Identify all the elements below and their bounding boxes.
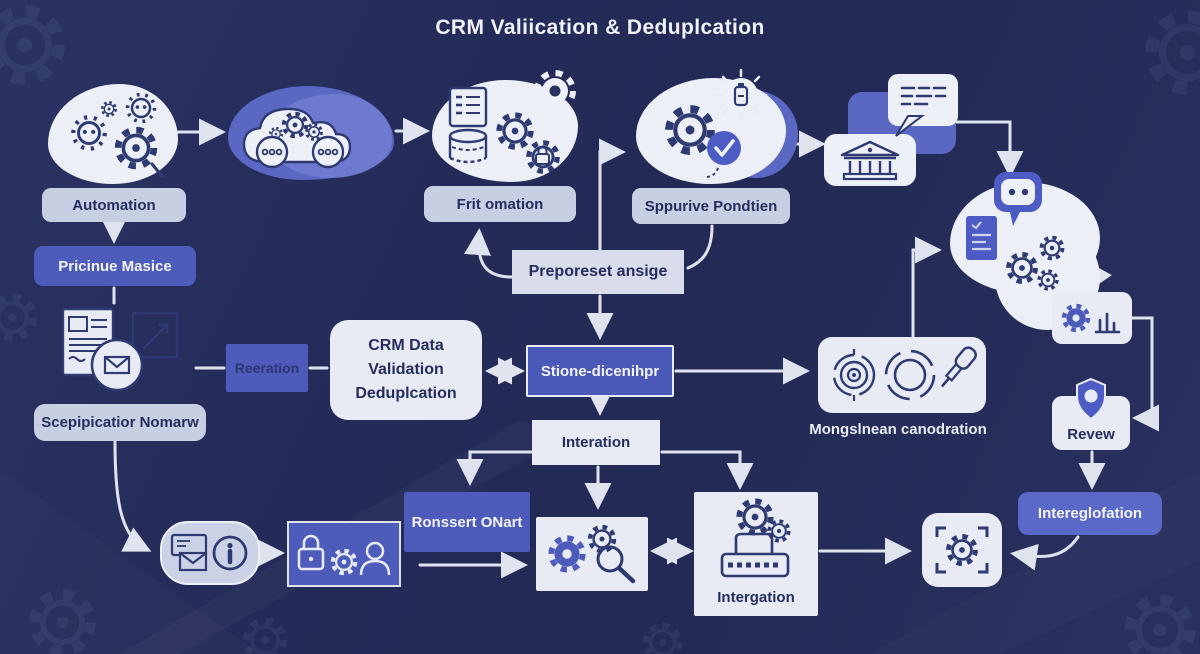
frit-omation-label: Frit omation — [424, 186, 576, 222]
scepipication-label: Scepipicatior Nomarw — [34, 404, 206, 441]
stione-box: Stione-dicenihpr — [526, 345, 674, 397]
diagram-title: CRM Valiication & Deduplcation — [435, 16, 765, 39]
document-envelope-icon — [61, 307, 179, 392]
battery-sun-icon — [714, 68, 768, 122]
intergation-label: Intergation — [717, 589, 795, 606]
white-gear-icon — [534, 70, 576, 112]
gear-check-icon — [636, 78, 741, 178]
printer-gears-icon — [720, 492, 791, 578]
speech-bubble-icon — [895, 86, 947, 137]
lock-gear-user-icon — [297, 534, 391, 587]
gears-cloud-icon — [48, 92, 164, 178]
mongslnean-card — [818, 337, 986, 413]
blue-document-icon — [966, 216, 997, 260]
database-gears-icon — [448, 86, 578, 182]
chat-bot-icon — [994, 172, 1042, 226]
preporeset-box: Preporeset ansige — [512, 250, 684, 294]
sppurive-label: Sppurive Pondtien — [632, 188, 790, 224]
target-calibration-icon — [832, 346, 977, 401]
mongslnean-label: Mongslnean canodration — [809, 421, 987, 438]
automation-label: Automation — [42, 188, 186, 222]
intereglofation-box: Intereglofation — [1018, 492, 1162, 535]
crm-line-2: Validation — [368, 361, 444, 378]
crm-data-box: CRM Data Validation Deduplcation — [330, 320, 482, 420]
gear-magnifier-icon — [536, 517, 636, 584]
bank-icon — [840, 140, 900, 181]
reeration-box: Reeration — [226, 344, 308, 392]
crm-line-3: Deduplcation — [355, 385, 457, 402]
revew-label: Revew — [1067, 426, 1115, 443]
message-info-icon — [170, 533, 248, 572]
pricinue-masice-box: Pricinue Masice — [34, 246, 196, 286]
interation-box: Interation — [532, 420, 660, 465]
gear-scan-icon — [935, 526, 989, 574]
ronssert-box: Ronssert ONart — [404, 492, 530, 552]
crm-line-1: CRM Data — [368, 337, 444, 354]
shield-icon — [1076, 377, 1106, 421]
speech-card — [888, 74, 958, 126]
gear-chart-icon — [1052, 292, 1121, 334]
gear-chart-card — [1052, 292, 1132, 344]
cloud-automation-icon — [242, 107, 352, 169]
analysis-gears-icon — [1000, 235, 1065, 291]
message-info-pill — [160, 521, 260, 585]
